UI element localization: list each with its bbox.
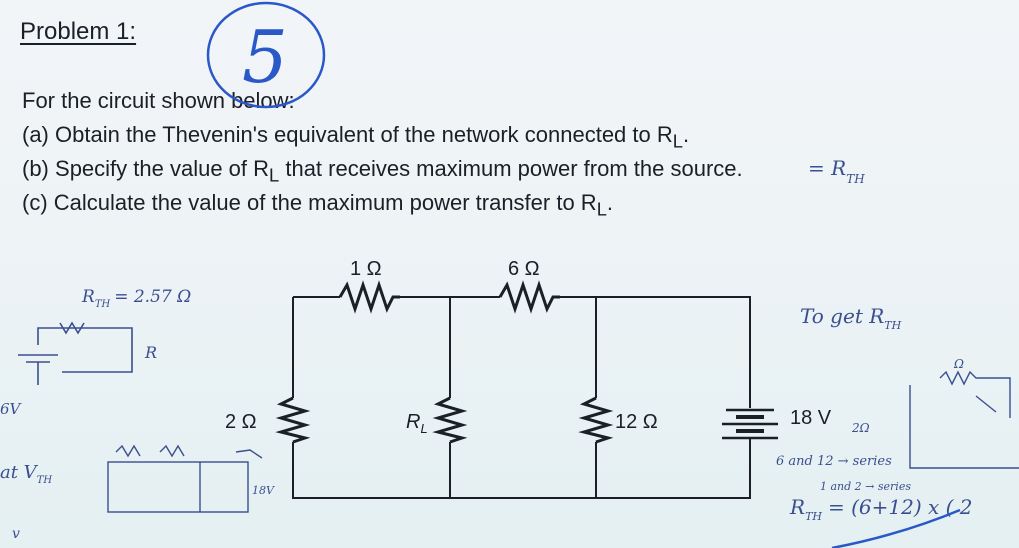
resistor-rl xyxy=(432,396,468,444)
part-b-sub: L xyxy=(269,164,280,186)
formula-rest: = (6+12) x ( 2 xyxy=(828,495,973,519)
thevenin-sketch xyxy=(18,321,133,385)
rth-sketch xyxy=(909,370,1019,469)
vth-note-sub: TH xyxy=(37,475,53,486)
parallel-note: 1 and 2 → series xyxy=(820,480,911,493)
rth-value-sub: TH xyxy=(95,299,111,310)
rl-sketch-label: R xyxy=(144,343,157,362)
series-note: 6 and 12 → series xyxy=(776,454,892,469)
to-get-rth-note: To get RTH xyxy=(800,304,902,332)
rth-value-note: RTH= 2.57 Ω xyxy=(81,287,191,310)
problem-intro: For the circuit shown below: xyxy=(22,88,295,113)
resistor-6ohm-label: 6 Ω xyxy=(508,258,540,280)
rth-note-main: = R xyxy=(808,156,846,180)
formula-sub: TH xyxy=(805,510,822,523)
part-b-letter: (b) xyxy=(22,156,49,181)
rl-label-main: R xyxy=(406,411,420,433)
battery-18v-label: 18 V xyxy=(790,407,832,429)
part-a-letter: (a) xyxy=(22,122,49,147)
part-c: (c) Calculate the value of the maximum p… xyxy=(22,190,613,220)
vth-note-main: at V xyxy=(0,462,39,483)
part-c-letter: (c) xyxy=(22,190,48,215)
resistor-6ohm xyxy=(498,280,560,314)
left-6v-note: 6V xyxy=(0,400,23,418)
part-a-end: . xyxy=(682,122,690,147)
resistor-2ohm xyxy=(275,396,311,444)
score-mark: 5 xyxy=(242,15,288,99)
two-ohm-mark: 2Ω xyxy=(851,421,870,435)
circuit-wires xyxy=(292,296,751,499)
sketch-18v-label: 18V xyxy=(252,484,275,497)
vth-sketch xyxy=(107,444,263,513)
formula-main: R xyxy=(789,495,805,519)
part-c-sub: L xyxy=(596,198,607,220)
problem-title: Problem 1: xyxy=(20,18,137,45)
part-c-end: . xyxy=(606,190,614,215)
to-get-sub: TH xyxy=(884,319,901,332)
pen-stroke xyxy=(831,508,961,548)
resistor-1ohm-label: 1 Ω xyxy=(350,258,382,280)
resistor-2ohm-label: 2 Ω xyxy=(225,411,257,433)
sketch-v-mark: v xyxy=(12,526,20,542)
rth-note-sub: TH xyxy=(846,172,865,186)
battery-18v xyxy=(722,408,778,452)
score-circle xyxy=(206,1,326,109)
part-a-text: Obtain the Thevenin's equivalent of the … xyxy=(55,122,673,147)
vth-note: at VTH xyxy=(0,462,52,486)
resistor-rl-label: RL xyxy=(406,411,428,436)
part-b-text: Specify the value of R xyxy=(55,156,270,181)
rth-note: = RTH xyxy=(808,156,865,186)
to-get-main: To get R xyxy=(800,304,884,328)
resistor-12ohm-label: 12 Ω xyxy=(615,411,658,433)
resistor-1ohm xyxy=(338,280,400,314)
part-b-end: that receives maximum power from the sou… xyxy=(279,156,743,181)
part-b: (b) Specify the value of RL that receive… xyxy=(22,156,743,186)
part-c-text: Calculate the value of the maximum power… xyxy=(53,190,597,215)
part-a: (a) Obtain the Thevenin's equivalent of … xyxy=(22,122,689,152)
rth-value-rest: = 2.57 Ω xyxy=(114,287,191,307)
rth-value-main: R xyxy=(81,287,95,307)
part-a-sub: L xyxy=(672,130,683,152)
ohm-mark: Ω xyxy=(953,357,964,371)
rl-label-sub: L xyxy=(420,421,427,436)
rth-formula: RTH = (6+12) x ( 2 xyxy=(789,495,973,523)
resistor-12ohm xyxy=(578,396,614,444)
